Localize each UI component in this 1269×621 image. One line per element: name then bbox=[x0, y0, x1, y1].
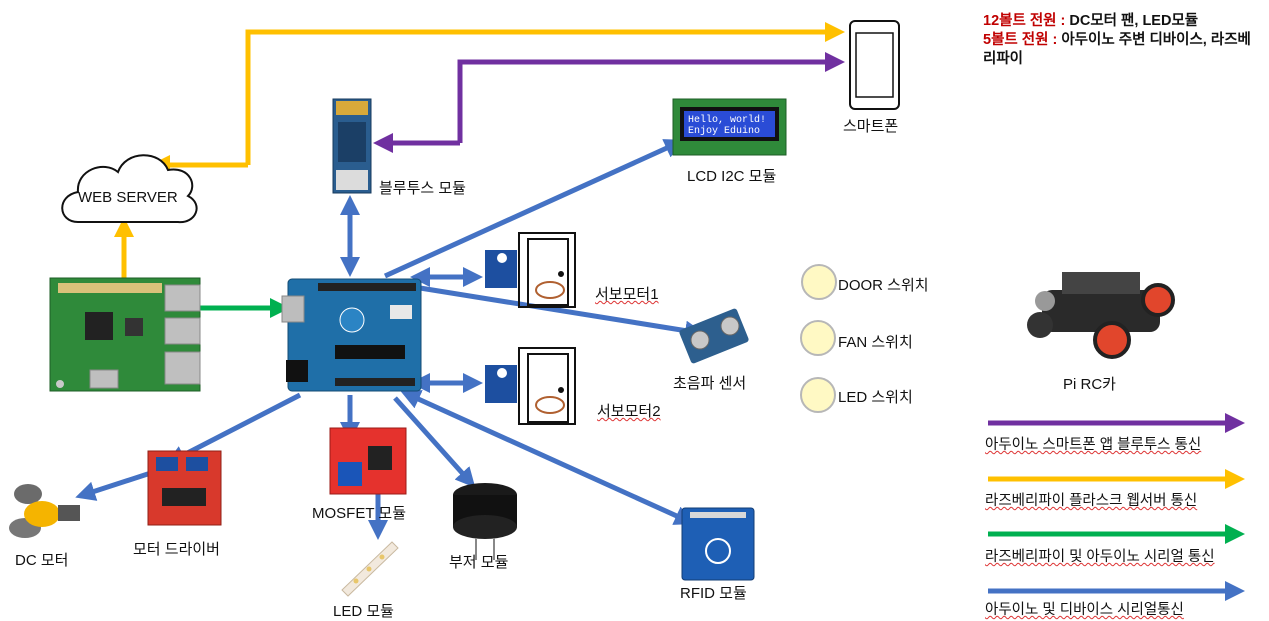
legend-label-pi-serial: 라즈베리파이 및 아두이노 시리얼 통신 bbox=[985, 549, 1215, 565]
motor-driver-label: 모터 드라이버 bbox=[133, 541, 220, 558]
smartphone-icon bbox=[849, 20, 900, 110]
lcd-module-label: LCD I2C 모듈 bbox=[687, 168, 777, 185]
rfid-label: RFID 모듈 bbox=[680, 585, 747, 602]
lcd-i2c-module bbox=[672, 98, 787, 156]
dc-motor-fan-icon bbox=[9, 484, 80, 538]
smartphone-label: 스마트폰 bbox=[843, 118, 899, 135]
buzzer-label: 부저 모듈 bbox=[449, 554, 509, 571]
bluetooth-module bbox=[332, 98, 372, 194]
door-1-icon bbox=[518, 232, 576, 308]
legend-label-web: 라즈베리파이 플라스크 웹서버 통신 bbox=[985, 493, 1198, 509]
servo1-label: 서보모터1 bbox=[595, 286, 659, 303]
raspberry-pi-board bbox=[49, 277, 201, 392]
buzzer-icon bbox=[453, 483, 517, 560]
pi-rc-car-label: Pi RC카 bbox=[1063, 376, 1116, 393]
led-switch-icon bbox=[800, 377, 836, 413]
power-supply-note: 12볼트 전원 : DC모터 팬, LED모듈 5볼트 전원 : 아두이노 주변… bbox=[983, 12, 1263, 69]
servo2-label: 서보모터2 bbox=[597, 403, 661, 420]
arduino-uno-board bbox=[281, 278, 422, 392]
dc-motor-label: DC 모터 bbox=[15, 552, 69, 569]
lcd-line-2: Enjoy Eduino bbox=[688, 125, 760, 137]
fan-switch-label: FAN 스위치 bbox=[838, 334, 913, 351]
ultrasonic-sensor-icon bbox=[679, 308, 749, 364]
mosfet-label: MOSFET 모듈 bbox=[312, 505, 406, 522]
purple-bluetooth-link bbox=[373, 52, 845, 153]
led-module-label: LED 모듈 bbox=[333, 603, 394, 620]
mosfet-module-icon bbox=[329, 427, 407, 495]
servo-motor-1-icon bbox=[485, 250, 565, 299]
fan-switch-icon bbox=[800, 320, 836, 356]
rfid-module-icon bbox=[681, 507, 755, 581]
legend-label-bluetooth: 아두이노 스마트폰 앱 블루투스 통신 bbox=[985, 437, 1202, 453]
web-server-label: WEB SERVER bbox=[78, 189, 178, 206]
power-5v-line: 5볼트 전원 : 아두이노 주변 디바이스, 라즈베리파이 bbox=[983, 32, 1251, 67]
yellow-web-link bbox=[114, 22, 845, 278]
ultrasonic-label: 초음파 센서 bbox=[673, 375, 747, 392]
led-strip-icon bbox=[341, 541, 399, 597]
door-switch-label: DOOR 스위치 bbox=[838, 277, 929, 294]
lcd-line-1: Hello, world! bbox=[688, 114, 766, 126]
door-2-icon bbox=[518, 347, 576, 425]
pi-rc-car-icon bbox=[1027, 272, 1175, 359]
legend-arrows bbox=[988, 413, 1245, 601]
bluetooth-module-label: 블루투스 모듈 bbox=[379, 180, 466, 197]
motor-driver-icon bbox=[147, 450, 222, 526]
web-server-cloud-icon bbox=[61, 154, 198, 224]
blue-device-links bbox=[75, 139, 705, 540]
servo-motor-2-icon bbox=[485, 365, 565, 414]
legend-label-device-serial: 아두이노 및 디바이스 시리얼통신 bbox=[985, 602, 1184, 618]
door-switch-icon bbox=[801, 264, 837, 300]
power-12v-line: 12볼트 전원 : DC모터 팬, LED모듈 bbox=[983, 13, 1199, 29]
led-switch-label: LED 스위치 bbox=[838, 389, 913, 406]
